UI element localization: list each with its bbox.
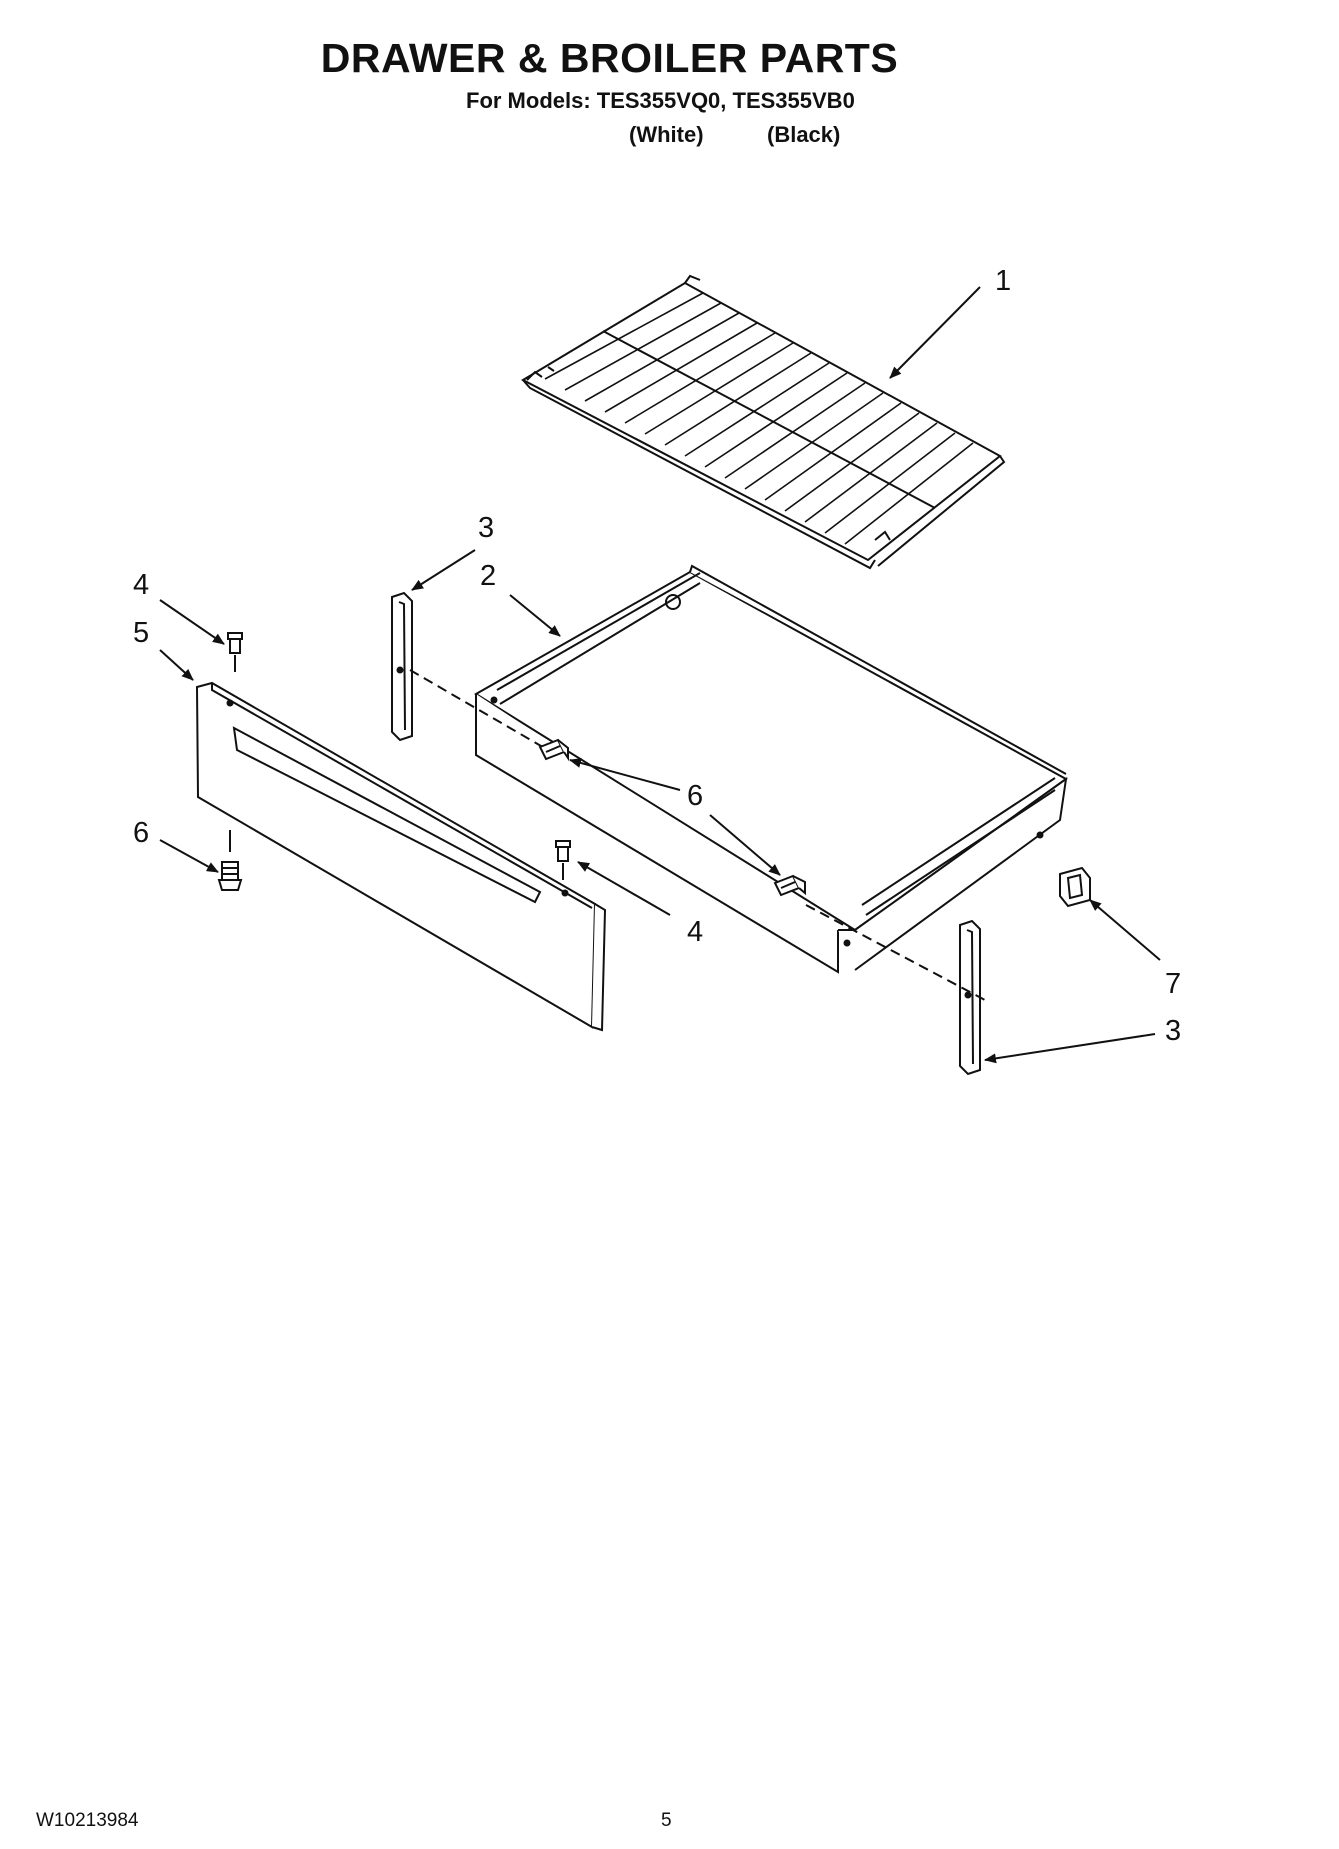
callout-leader-3-bottom: [984, 1033, 1156, 1064]
callout-leader-6-left: [159, 839, 219, 873]
color-white-label: (White): [629, 122, 704, 147]
drawer-slide-right: [959, 919, 981, 1076]
callout-4-bottom: 4: [687, 916, 703, 948]
callout-6-left: 6: [133, 817, 149, 849]
callout-2: 2: [480, 560, 496, 592]
alignment-dash-right: [805, 904, 986, 1001]
drawer-front-panel: [195, 681, 607, 1032]
callout-1: 1: [995, 265, 1011, 297]
callout-leader-7: [1089, 899, 1161, 961]
page-title: DRAWER & BROILER PARTS: [320, 35, 899, 81]
callout-6-center: 6: [687, 780, 703, 812]
drawer-slide-left: [391, 591, 413, 742]
callout-7: 7: [1165, 968, 1181, 1000]
bolt-left: [217, 830, 243, 891]
callout-4-top: 4: [133, 569, 149, 601]
page-number: 5: [661, 1810, 672, 1831]
callout-5: 5: [133, 617, 149, 649]
callout-leader-4-top: [159, 599, 225, 645]
callout-leader-4-bottom: [577, 861, 671, 916]
callout-leader-2: [509, 594, 561, 637]
callout-leader-6-center-b: [709, 814, 781, 876]
callout-3-top: 3: [478, 512, 494, 544]
screw-top-left: [227, 632, 243, 672]
models-line: For Models: TES355VQ0, TES355VB0: [466, 88, 855, 113]
document-code: W10213984: [36, 1810, 139, 1831]
callout-leader-1: [889, 286, 981, 379]
alignment-dash-left: [409, 669, 549, 751]
clip: [1059, 866, 1091, 908]
broiler-rack: [520, 274, 1006, 570]
drawer-body: [474, 564, 1068, 974]
callout-3-bottom: 3: [1165, 1015, 1181, 1047]
bolt-center-lower: [773, 874, 806, 897]
bolt-center-upper: [538, 738, 569, 762]
screw-right: [555, 840, 571, 880]
callout-leader-6-center-a: [569, 758, 681, 791]
color-black-label: (Black): [767, 122, 841, 147]
callout-leader-5: [159, 649, 194, 681]
callout-leader-3-top: [411, 549, 476, 591]
